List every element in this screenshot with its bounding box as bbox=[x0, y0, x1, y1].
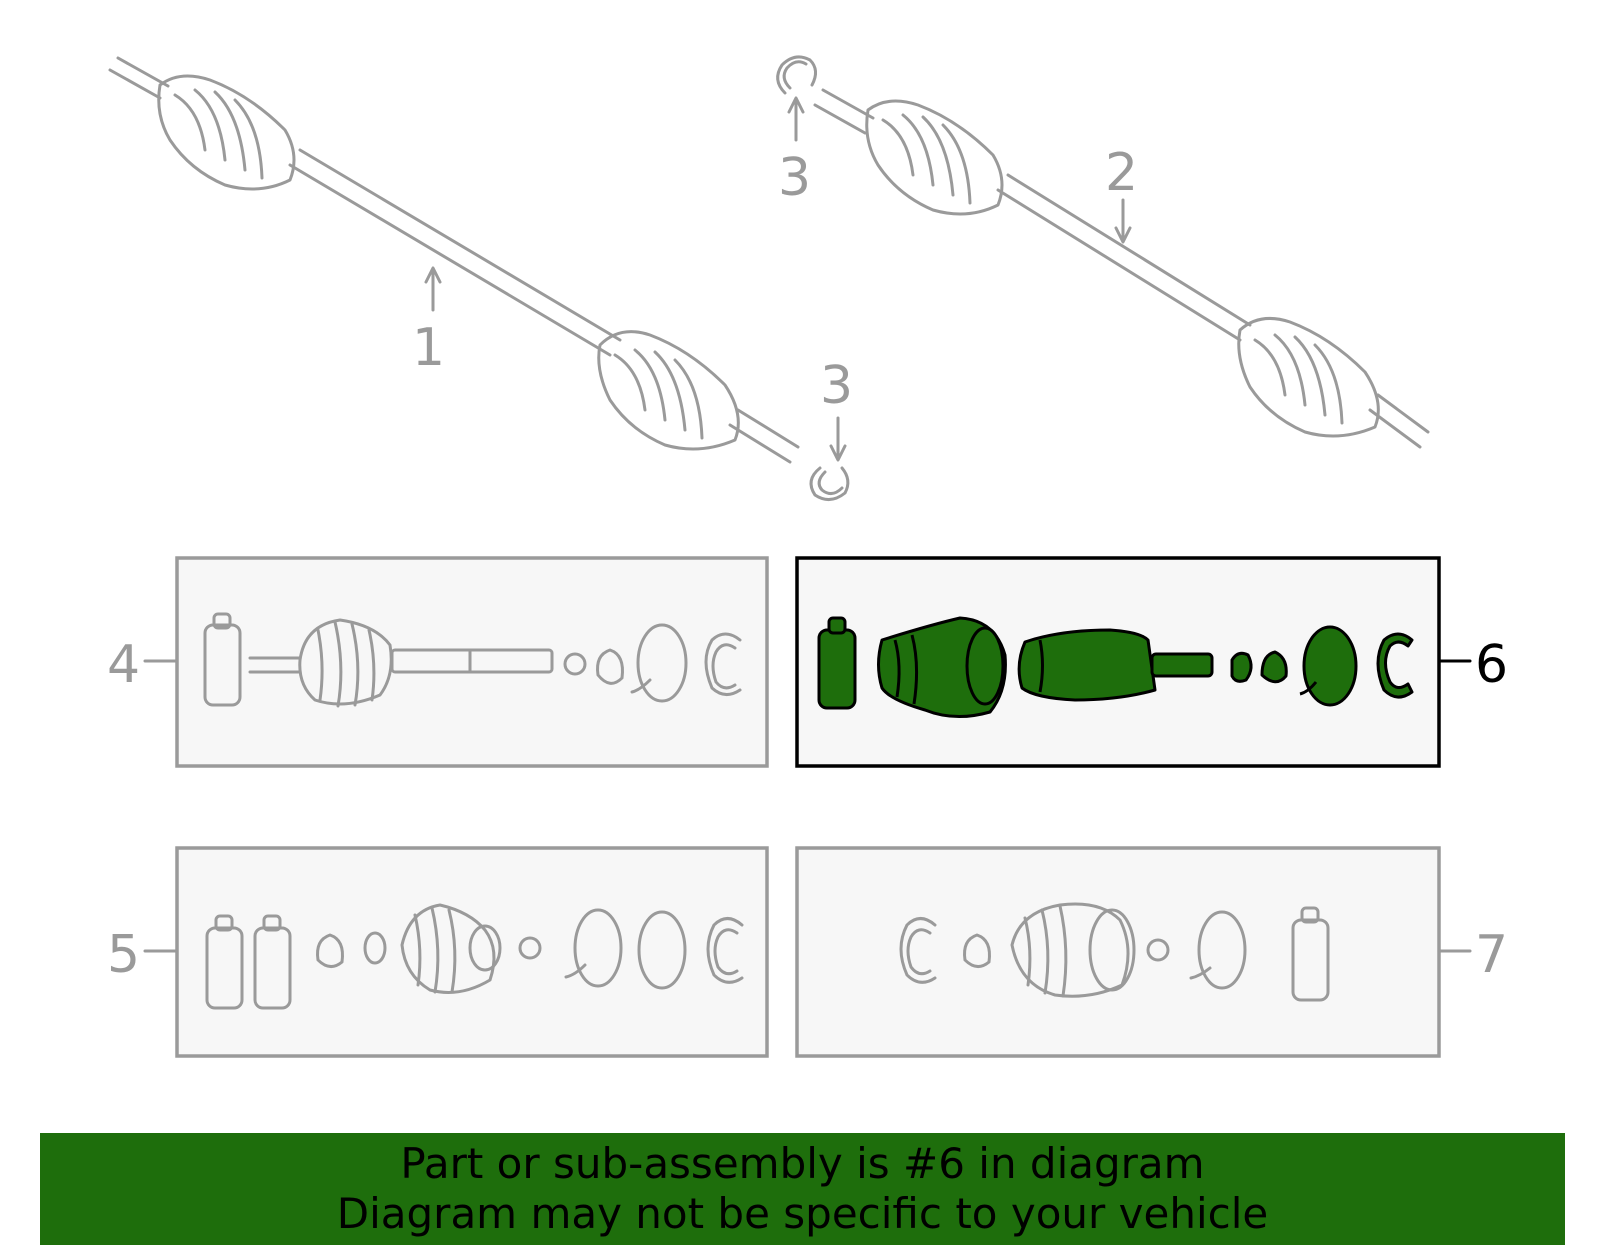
kit-box-7[interactable] bbox=[795, 846, 1441, 1058]
snap-ring-3-upper[interactable] bbox=[776, 55, 817, 95]
kit-7-parts bbox=[899, 902, 1330, 1002]
banner-line-1: Part or sub-assembly is #6 in diagram bbox=[400, 1139, 1205, 1188]
callout-7: 7 bbox=[1475, 925, 1508, 985]
info-banner: Part or sub-assembly is #6 in diagram Di… bbox=[40, 1133, 1565, 1245]
axle-shaft-1[interactable] bbox=[108, 56, 800, 464]
kit-box-5[interactable] bbox=[175, 846, 769, 1058]
kit-5-parts bbox=[205, 903, 744, 1010]
callout-2: 2 bbox=[1105, 143, 1138, 203]
snap-ring-3-lower[interactable] bbox=[809, 466, 850, 501]
kit-6-parts[interactable] bbox=[817, 616, 1414, 719]
banner-line-2: Diagram may not be specific to your vehi… bbox=[336, 1189, 1269, 1238]
arrow-3-upper bbox=[787, 96, 805, 142]
arrow-1 bbox=[424, 266, 442, 312]
arrow-3-lower bbox=[829, 416, 847, 462]
callout-3-upper: 3 bbox=[778, 148, 811, 208]
callout-1: 1 bbox=[412, 318, 445, 378]
callout-6: 6 bbox=[1475, 635, 1508, 695]
axle-shaft-2[interactable] bbox=[813, 88, 1430, 449]
callout-3-lower: 3 bbox=[820, 356, 853, 416]
callout-4: 4 bbox=[107, 635, 140, 695]
callout-5: 5 bbox=[107, 925, 140, 985]
kit-4-parts bbox=[203, 612, 742, 708]
arrow-2 bbox=[1114, 198, 1132, 244]
kit-box-4[interactable] bbox=[175, 556, 769, 768]
